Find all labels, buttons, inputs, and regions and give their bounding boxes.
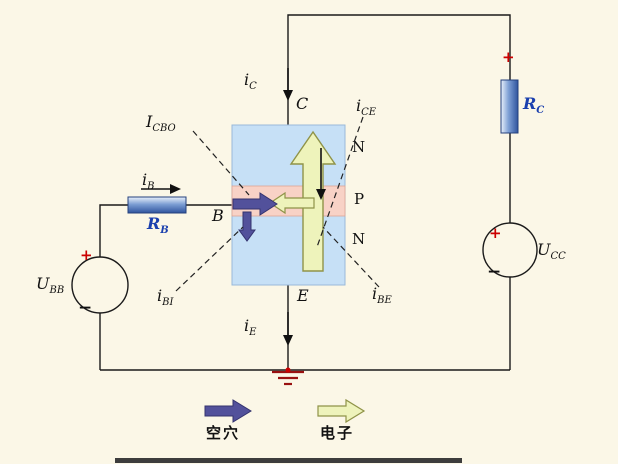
ucc-minus-sign: − <box>487 262 502 282</box>
region-n-top-label: N <box>352 138 366 156</box>
ground-symbol <box>272 370 304 386</box>
ibe-current-label: iBE <box>372 284 392 306</box>
rc-resistor <box>500 79 519 134</box>
rb-resistor-label: RB <box>147 214 169 236</box>
legend-holes-label: 空穴 <box>206 424 241 442</box>
collector-terminal-label: C <box>296 94 309 113</box>
ice-direction-arrow <box>316 148 326 200</box>
hole-down-arrow <box>238 211 256 242</box>
collector-current-arrow <box>283 68 293 101</box>
icbo-current-label: ICBO <box>146 112 176 134</box>
ubb-minus-sign: − <box>78 298 93 318</box>
icbo-leader-line <box>192 130 250 196</box>
ibi-leader-line <box>175 226 244 292</box>
legend-electron-arrow <box>317 398 366 424</box>
ice-leader-line <box>316 116 364 248</box>
region-n-bottom-label: N <box>352 230 366 248</box>
ubb-plus-sign: + <box>80 246 93 264</box>
base-current-label: iB <box>142 170 155 192</box>
hole-flow-arrow <box>232 192 278 216</box>
rc-plus-sign: + <box>502 48 515 66</box>
rc-resistor-label: RC <box>523 94 545 116</box>
ground-junction-dot <box>285 367 291 373</box>
ubb-source-label: UBB <box>36 274 65 296</box>
emitter-current-arrow <box>283 312 293 346</box>
ucc-plus-sign: + <box>489 224 502 242</box>
ibe-leader-line <box>322 226 380 288</box>
ibi-current-label: iBI <box>157 286 174 308</box>
ucc-source-label: UCC <box>537 240 566 262</box>
legend-hole-arrow <box>204 399 252 423</box>
rb-resistor <box>127 196 187 214</box>
ucc-voltage-source <box>482 222 538 278</box>
cropped-caption <box>115 458 462 463</box>
emitter-current-label: iE <box>244 316 257 338</box>
electron-recombination-arrow <box>268 191 315 215</box>
base-current-arrow <box>141 184 181 194</box>
ubb-voltage-source <box>71 256 129 314</box>
legend-electrons-label: 电子 <box>320 424 355 442</box>
base-terminal-label: B <box>212 206 224 225</box>
emitter-terminal-label: E <box>297 286 309 305</box>
region-p-label: P <box>354 190 365 208</box>
collector-current-label: iC <box>244 70 257 92</box>
ice-current-label: iCE <box>356 96 377 118</box>
leader-lines <box>175 116 380 292</box>
